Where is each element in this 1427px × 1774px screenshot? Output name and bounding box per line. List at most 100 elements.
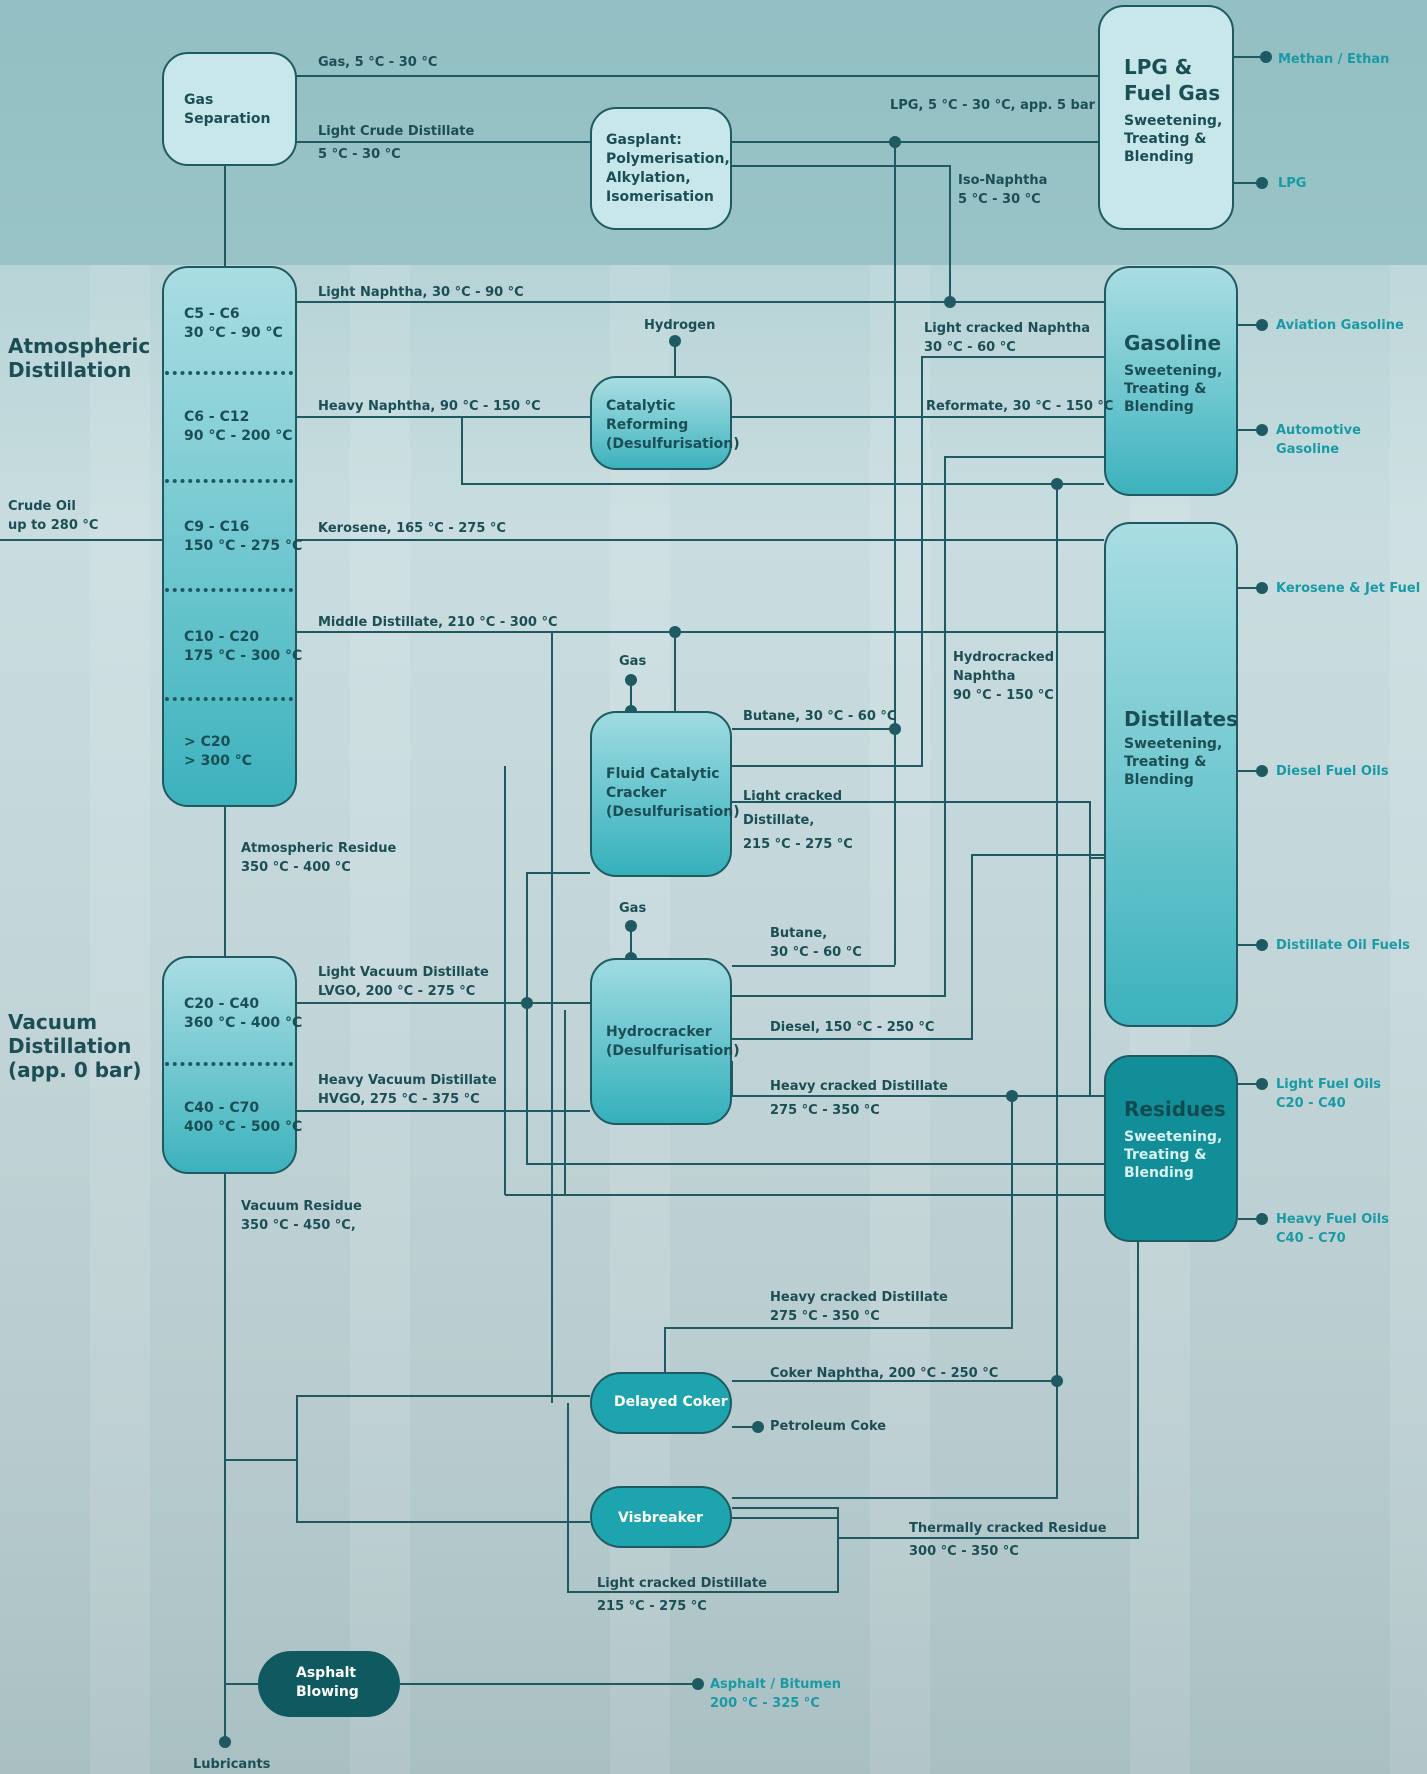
junction-dot xyxy=(1256,1213,1268,1225)
gasplant-label: Gasplant: Polymerisation, Alkylation, Is… xyxy=(606,132,730,205)
hc-naphtha-line xyxy=(732,456,1104,997)
stream-diesel: Diesel, 150 °C - 250 °C xyxy=(770,1020,935,1035)
gasoline-pool-sub: Sweetening, Treating & Blending xyxy=(1124,363,1223,415)
hydrocracker-node[interactable] xyxy=(590,958,732,1125)
junction-dot xyxy=(1051,1375,1063,1387)
stream-atmospheric-residue: Atmospheric Residue 350 °C - 400 °C xyxy=(241,841,397,875)
distillates-pool-title: Distillates xyxy=(1124,707,1239,731)
stream-gas-fcc: Gas xyxy=(619,654,647,669)
lpg-pool[interactable] xyxy=(1098,5,1234,230)
fraction-separator xyxy=(165,479,293,483)
residues-pool-title: Residues xyxy=(1124,1097,1226,1121)
junction-dot xyxy=(625,674,637,686)
junction-dot xyxy=(669,626,681,638)
crude-oil-label: Crude Oil up to 280 °C xyxy=(8,499,99,533)
junction-dot xyxy=(1006,1090,1018,1102)
junction-dot xyxy=(1260,51,1272,63)
hydrocracker-label: Hydrocracker (Desulfurisation) xyxy=(606,1024,740,1059)
stream-light-naphtha: Light Naphtha, 30 °C - 90 °C xyxy=(318,285,524,300)
junction-dot xyxy=(889,723,901,735)
junction-dot xyxy=(1256,939,1268,951)
stream-reformate: Reformate, 30 °C - 150 °C xyxy=(926,399,1114,414)
hcd-coker-line xyxy=(664,1096,1013,1372)
fraction-c6-c12: C6 - C12 90 °C - 200 °C xyxy=(184,409,293,444)
catalytic-reforming-node[interactable] xyxy=(590,376,732,470)
stream-thermally-cracked-residue: Thermally cracked Residue 300 °C - 350 °… xyxy=(909,1521,1107,1559)
distillates-pool-sub: Sweetening, Treating & Blending xyxy=(1124,736,1223,788)
junction-dot xyxy=(669,335,681,347)
residues-pool[interactable] xyxy=(1104,1055,1238,1242)
fcc-label: Fluid Catalytic Cracker (Desulfurisation… xyxy=(606,766,740,820)
junction-dot xyxy=(752,1421,764,1433)
stream-butane-hc: Butane, 30 °C - 60 °C xyxy=(770,926,862,960)
stream-hvgo: Heavy Vacuum Distillate HVGO, 275 °C - 3… xyxy=(318,1073,497,1107)
fraction-c5-c6: C5 - C6 30 °C - 90 °C xyxy=(184,306,283,341)
stream-lpg: LPG, 5 °C - 30 °C, app. 5 bar xyxy=(890,98,1096,113)
gas-separation-label: Gas Separation xyxy=(184,92,271,127)
out-methan-ethan: Methan / Ethan xyxy=(1278,52,1390,67)
out-light-fuel-oils: Light Fuel Oils C20 - C40 xyxy=(1276,1077,1382,1111)
out-diesel-fuel-oils: Diesel Fuel Oils xyxy=(1276,764,1389,779)
fraction-c9-c16: C9 - C16 150 °C - 275 °C xyxy=(184,519,303,554)
junction-dot xyxy=(1256,177,1268,189)
stream-butane-fcc: Butane, 30 °C - 60 °C xyxy=(743,709,897,724)
lcn-line xyxy=(732,356,1104,767)
stream-gas: Gas, 5 °C - 30 °C xyxy=(318,55,438,70)
hcd-line xyxy=(731,1061,1104,1097)
thermal-residue-line xyxy=(732,1240,1139,1539)
gas-separation-node[interactable] xyxy=(162,52,297,166)
stream-iso-naphtha: Iso-Naphtha 5 °C - 30 °C xyxy=(958,173,1048,207)
gasoline-pool[interactable] xyxy=(1104,266,1238,496)
asphalt-blowing-label: Asphalt Blowing xyxy=(296,1665,359,1700)
junction-dot xyxy=(521,997,533,1009)
out-lpg: LPG xyxy=(1278,176,1307,191)
vr-vb-line xyxy=(296,1460,590,1523)
gasplant-node[interactable] xyxy=(590,107,732,230)
fcc-node[interactable] xyxy=(590,711,732,877)
stream-heavy-naphtha: Heavy Naphtha, 90 °C - 150 °C xyxy=(318,399,541,414)
section-atmospheric: Atmospheric Distillation xyxy=(8,334,151,382)
lcd-vb-line xyxy=(567,1403,839,1593)
delayed-coker-node[interactable] xyxy=(590,1372,732,1434)
distillates-pool[interactable] xyxy=(1104,522,1238,1027)
fraction-separator xyxy=(165,371,293,375)
stream-coker-naphtha: Coker Naphtha, 200 °C - 250 °C xyxy=(770,1366,999,1381)
stream-petroleum-coke: Petroleum Coke xyxy=(770,1419,887,1434)
fraction-separator xyxy=(165,697,293,701)
out-kerosene-jet-fuel: Kerosene & Jet Fuel xyxy=(1276,581,1421,596)
stream-vacuum-residue: Vacuum Residue 350 °C - 450 °C, xyxy=(241,1199,362,1233)
stream-lvgo: Light Vacuum Distillate LVGO, 200 °C - 2… xyxy=(318,965,489,999)
lpg-pool-title: LPG & Fuel Gas xyxy=(1124,55,1221,105)
stream-hydrogen: Hydrogen xyxy=(644,318,716,333)
vb-return-line xyxy=(732,1381,1058,1499)
stream-hydrocracked-naphtha: Hydrocracked Naphtha 90 °C - 150 °C xyxy=(953,650,1055,703)
junction-dot xyxy=(1256,765,1268,777)
stream-gas-hc: Gas xyxy=(619,901,647,916)
atmospheric-column[interactable] xyxy=(162,266,297,807)
vr-coker-line xyxy=(225,1395,590,1461)
residues-pool-sub: Sweetening, Treating & Blending xyxy=(1124,1129,1223,1181)
asphalt-blowing-node[interactable] xyxy=(258,1651,400,1717)
stream-kerosene: Kerosene, 165 °C - 275 °C xyxy=(318,521,506,536)
diesel-line xyxy=(732,854,1104,1040)
gasoline-pool-title: Gasoline xyxy=(1124,331,1222,355)
junction-dot xyxy=(219,1736,231,1748)
fraction-separator xyxy=(165,588,293,592)
out-distillate-oil-fuels: Distillate Oil Fuels xyxy=(1276,938,1410,953)
heavy-naphtha-line xyxy=(293,416,1104,485)
junction-dot xyxy=(1256,1078,1268,1090)
visbreaker-node[interactable] xyxy=(590,1486,732,1548)
fraction-c20plus: > C20 > 300 °C xyxy=(184,734,252,769)
junction-dot xyxy=(1256,424,1268,436)
iso-naphtha-line xyxy=(732,165,951,302)
out-heavy-fuel-oils: Heavy Fuel Oils C40 - C70 xyxy=(1276,1212,1389,1246)
stream-light-crude: Light Crude Distillate 5 °C - 30 °C xyxy=(318,124,475,162)
junction-dot xyxy=(889,136,901,148)
visbreaker-label: Visbreaker xyxy=(618,1510,703,1526)
out-aviation-gasoline: Aviation Gasoline xyxy=(1276,318,1404,333)
fraction-c40-c70: C40 - C70 400 °C - 500 °C xyxy=(184,1100,303,1135)
catalytic-reforming-label: Catalytic Reforming (Desulfurisation) xyxy=(606,398,740,452)
junction-dot xyxy=(625,920,637,932)
stream-light-cracked-naphtha: Light cracked Naphtha 30 °C - 60 °C xyxy=(924,321,1091,355)
